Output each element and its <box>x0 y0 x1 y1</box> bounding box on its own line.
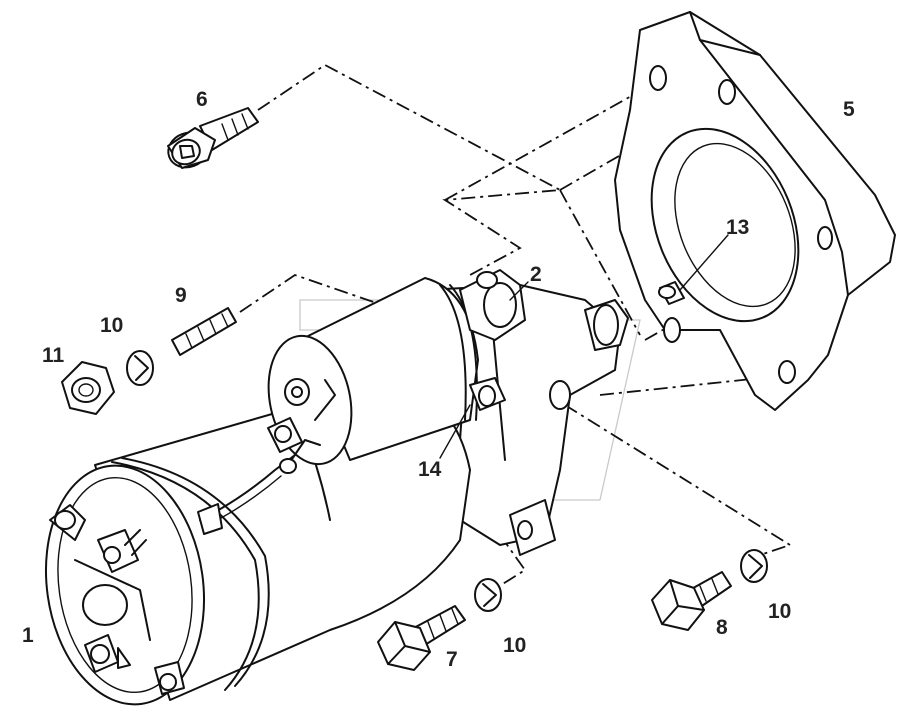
leader-lines <box>439 234 729 459</box>
dowel-pin <box>658 281 685 305</box>
hex-nut <box>61 361 115 415</box>
callout-14: 14 <box>418 458 442 481</box>
washer-bottom <box>474 578 502 612</box>
callout-10-right: 10 <box>768 600 791 623</box>
callout-6: 6 <box>196 88 208 111</box>
callout-8: 8 <box>716 616 728 639</box>
callout-13: 13 <box>726 216 749 239</box>
washer-right <box>740 549 768 583</box>
callout-7: 7 <box>446 648 458 671</box>
washer-top <box>126 350 154 386</box>
callout-5: 5 <box>843 98 855 121</box>
callout-labels: 1 2 5 6 7 8 9 10 10 10 11 13 14 <box>22 88 855 671</box>
callout-2: 2 <box>530 263 542 286</box>
callout-1: 1 <box>22 624 34 647</box>
stud <box>171 307 237 356</box>
callout-11: 11 <box>42 344 65 367</box>
callout-10-top: 10 <box>100 314 123 337</box>
hex-bolt-8 <box>651 571 732 631</box>
solenoid <box>267 269 526 474</box>
socket-head-bolt <box>167 107 259 169</box>
mounting-flange <box>614 11 896 411</box>
hex-bolt-7 <box>377 605 466 671</box>
callout-10-bottom: 10 <box>503 634 526 657</box>
callout-9: 9 <box>175 284 187 307</box>
